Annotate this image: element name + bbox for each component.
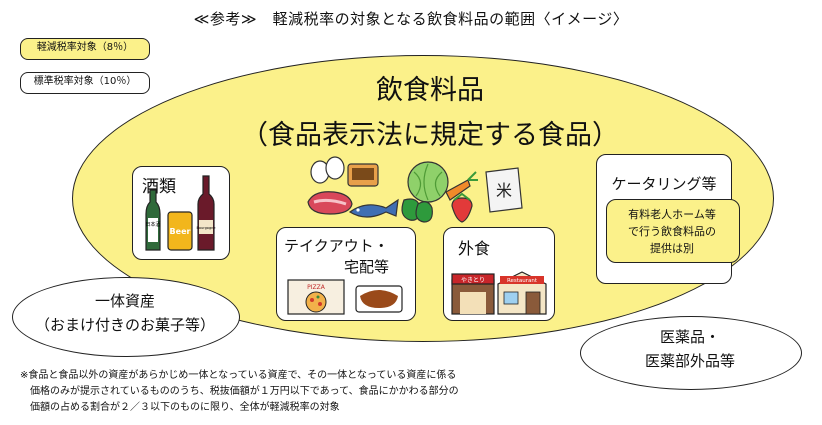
integrated-assets-subtitle: （おまけ付きのお菓子等） [34,316,215,334]
restaurant-sign-text: Restaurant [507,278,538,284]
yakitori-sign-text: やきとり [461,276,485,284]
pharma-oval [580,316,802,390]
meat-icon [307,191,353,215]
dining-illustration: やきとり Restaurant [451,271,547,315]
egg-icon [325,156,345,180]
pharma-line2: 医薬部外品等 [644,352,735,370]
food-title: 飲食料品 [376,75,484,106]
pizza-icon [305,291,327,313]
carrot-icon [445,179,471,201]
alcohol-illustration: 日本酒 Beer Bourgogne [145,175,216,251]
nursing-home-line1: 有料老人ホーム等 [628,208,716,221]
fish-icon [348,198,399,218]
page-title: ≪参考≫ 軽減税率の対象となる飲食料品の範囲〈イメージ〉 [193,10,629,28]
footnote-line3: 価額の占める割合が２／３以下のものに限り、全体が軽減税率の対象 [20,402,340,413]
cabbage-icon [407,161,449,203]
takeout-label-line2: 宅配等 [344,258,390,276]
wine-bottle-icon [197,175,215,251]
food-subtitle: （食品表示法に規定する食品） [241,120,619,151]
footnote-line1: ※食品と食品以外の資産があらかじめ一体となっている資産で、その一体となっている資… [20,370,457,381]
strawberry-icon [451,197,473,223]
takeout-label-line1: テイクアウト・ [284,237,389,255]
pizza-box-text: PIZZA [307,284,326,291]
catering-label: ケータリング等 [611,175,717,193]
nursing-home-line3: 提供は別 [650,242,694,255]
rice-bag-label: 米 [496,181,512,200]
footnote-line2: 価格のみが提示されているもののうち、税抜価額が１万円以下であって、食品にかかわる… [20,386,459,397]
legend-reduced-rate: 軽減税率対象（8％） [20,38,150,60]
wine-label-text: Bourgogne [196,226,215,230]
groceries-illustration: 米 [307,156,523,223]
integrated-assets-oval [12,277,240,357]
rice-bag-icon [485,167,523,213]
takeout-illustration: PIZZA [287,279,403,315]
legend-standard-rate: 標準税率対象（10％） [20,72,150,94]
nursing-home-line2: で行う飲食料品の [628,225,716,238]
nursing-home-box [606,199,740,263]
beer-can-icon [167,211,193,251]
dining-out-label: 外食 [458,239,491,258]
pharma-line1: 医薬品・ [659,328,720,346]
sake-label-text: 日本酒 [145,221,160,228]
beer-can-text: Beer [170,227,191,236]
integrated-assets-title: 一体資産 [94,292,155,310]
